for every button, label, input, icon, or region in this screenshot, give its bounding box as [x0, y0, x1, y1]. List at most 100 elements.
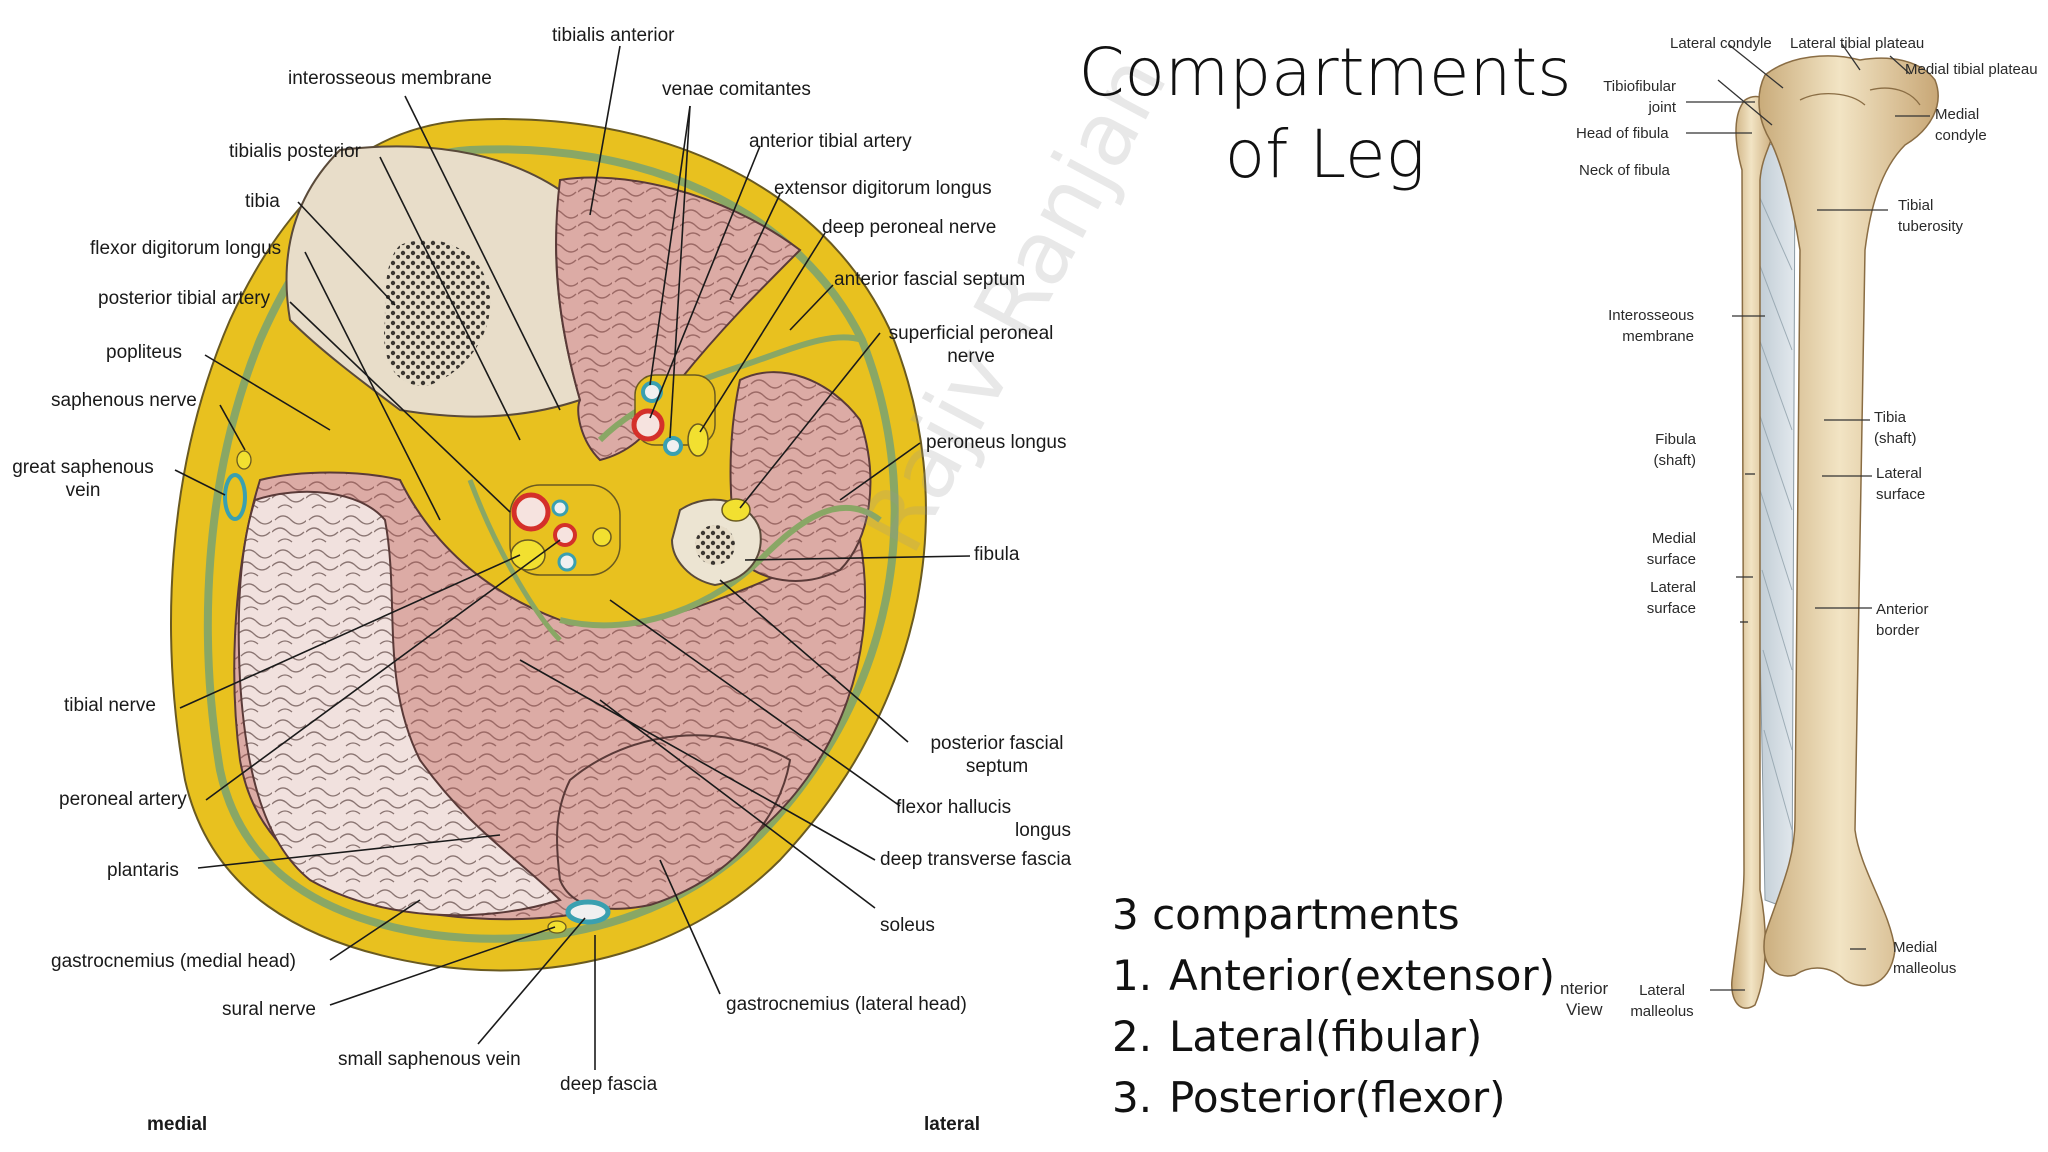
- leader-lines: [174, 45, 971, 1070]
- label-great-saphenous-vein-line2: vein: [65, 480, 101, 501]
- bone-label-fibula-shaft-line2: (shaft): [1653, 452, 1696, 469]
- label-deep-fascia: deep fascia: [560, 1074, 658, 1095]
- small-saphenous-vein-vessel: [565, 899, 611, 925]
- label-posterior-fascial-septum-line1: posterior fascial: [930, 733, 1064, 754]
- label-great-saphenous-vein-line1: great saphenous: [12, 457, 154, 478]
- tibial-condyle-detail: [1799, 87, 1921, 106]
- bone-label-anterior-border: Anterior border: [1876, 599, 1929, 641]
- label-interosseous-membrane: interosseous membrane: [288, 68, 492, 89]
- bone-label-anterior-view: nterior View: [1560, 978, 1608, 1020]
- superficial-peroneal-nerve-dot: [721, 498, 751, 522]
- bone-label-lateral-surface-tibia: Lateral surface: [1876, 463, 1925, 505]
- soleus-light-region: [237, 490, 562, 917]
- bone-label-tibiofibular-joint-line1: Tibiofibular: [1603, 78, 1676, 95]
- deep-peroneal-nerve-dot: [687, 423, 709, 457]
- tibia-fibula-anterior-view: [1686, 43, 1939, 1009]
- posterior-fascial-septum-line: [559, 504, 882, 629]
- bone-label-lateral-surface-tibia-line2: surface: [1876, 486, 1926, 503]
- label-superficial-peroneal-nerve-line2: nerve: [947, 346, 995, 367]
- bone-label-interosseous-membrane-line2: membrane: [1622, 328, 1694, 345]
- list-item-number: 3.: [1112, 1073, 1153, 1122]
- list-item: 1.Anterior(extensor): [1112, 945, 1555, 1006]
- posterior-tibial-artery-vessel: [511, 492, 551, 532]
- list-item: 2.Lateral(fibular): [1112, 1006, 1555, 1067]
- bone-label-lateral-condyle: Lateral condyle: [1670, 35, 1772, 52]
- bone-label-anterior-view-line2: View: [1566, 1000, 1603, 1019]
- bone-label-medial-malleolus-line1: Medial: [1893, 939, 1938, 956]
- label-small-saphenous-vein: small saphenous vein: [338, 1049, 521, 1070]
- label-lateral-orientation: lateral: [924, 1114, 980, 1135]
- label-posterior-fascial-septum-line2: septum: [965, 756, 1029, 777]
- posterior-vein-2: [557, 552, 577, 572]
- slide-title-line1: Compartments: [1078, 34, 1572, 111]
- slide-title-line2: of Leg: [1224, 116, 1426, 193]
- bone-label-fibula-shaft-line1: Fibula: [1655, 431, 1696, 448]
- label-anterior-fascial-septum: anterior fascial septum: [834, 269, 1026, 290]
- bone-label-medial-condyle-line1: Medial: [1935, 106, 1980, 123]
- label-superficial-peroneal-nerve: superficial peroneal nerve: [876, 322, 1066, 368]
- bone-label-interosseous-membrane: Interosseous membrane: [1590, 305, 1694, 347]
- label-tibial-nerve: tibial nerve: [64, 695, 156, 716]
- bone-label-anterior-border-line1: Anterior: [1876, 601, 1929, 618]
- bone-label-head-of-fibula: Head of fibula: [1576, 125, 1669, 142]
- bone-label-interosseous-membrane-line1: Interosseous: [1608, 307, 1694, 324]
- label-soleus: soleus: [880, 915, 935, 936]
- summary-heading: 3 compartments: [1112, 890, 1460, 939]
- bone-label-medial-surface: Medial surface: [1630, 528, 1696, 570]
- label-saphenous-nerve: saphenous nerve: [51, 390, 197, 411]
- label-deep-peroneal-nerve: deep peroneal nerve: [822, 217, 997, 238]
- label-fibula: fibula: [974, 544, 1020, 565]
- tibial-nerve-dot: [510, 539, 546, 571]
- bone-label-lateral-surface-tibia-line1: Lateral: [1876, 465, 1922, 482]
- bone-label-medial-surface-line2: surface: [1646, 551, 1696, 568]
- bone-label-tibiofibular-joint: Tibiofibular joint: [1580, 76, 1676, 118]
- list-item-text: Posterior(flexor): [1169, 1073, 1506, 1122]
- bone-label-lateral-surface-fibula-line2: surface: [1646, 600, 1696, 617]
- slide-title: Compartments of Leg: [1060, 32, 1590, 196]
- fibula-marrow: [695, 525, 735, 565]
- bone-label-lateral-malleolus-line2: malleolus: [1630, 1003, 1694, 1020]
- label-tibia: tibia: [245, 191, 280, 212]
- bone-label-anterior-border-line2: border: [1876, 622, 1920, 639]
- posterior-nerve-small: [592, 527, 612, 547]
- label-peroneus-longus: peroneus longus: [926, 432, 1067, 453]
- bone-label-lateral-tibial-plateau: Lateral tibial plateau: [1790, 35, 1925, 52]
- bone-label-lateral-surface-fibula-line1: Lateral: [1650, 579, 1696, 596]
- venae-comitantes-vessel-2: [663, 436, 683, 456]
- bone-label-medial-surface-line1: Medial: [1651, 530, 1696, 547]
- bone-label-medial-condyle: Medial condyle: [1935, 104, 1987, 146]
- deep-transverse-fascia-line: [467, 479, 562, 642]
- deep-fascia-ring: [203, 145, 899, 943]
- posterior-vein-1: [551, 499, 569, 517]
- leg-cross-section-diagram: [170, 45, 971, 1070]
- tibia-marrow: [384, 240, 491, 386]
- bone-label-lateral-malleolus-line1: Lateral: [1639, 982, 1685, 999]
- compartments-summary: 3 compartments 1.Anterior(extensor) 2.La…: [1112, 884, 1555, 1128]
- label-plantaris: plantaris: [107, 860, 179, 881]
- label-popliteus: popliteus: [106, 342, 183, 363]
- label-flexor-hallucis-longus-line1: flexor hallucis: [896, 797, 1012, 818]
- bone-label-tibia-shaft: Tibia (shaft): [1874, 407, 1917, 449]
- label-deep-transverse-fascia: deep transverse fascia: [880, 849, 1072, 870]
- bone-label-tibial-tuberosity-line1: Tibial: [1898, 197, 1934, 214]
- bone-label-tibial-tuberosity: Tibial tuberosity: [1898, 195, 1963, 237]
- bone-label-anterior-view-line1: nterior: [1560, 979, 1609, 998]
- bone-label-medial-malleolus-line2: malleolus: [1893, 960, 1957, 977]
- bone-label-lateral-malleolus: Lateral malleolus: [1622, 980, 1702, 1022]
- label-posterior-tibial-artery: posterior tibial artery: [98, 288, 271, 309]
- bone-label-neck-of-fibula: Neck of fibula: [1579, 162, 1670, 179]
- label-tibialis-posterior: tibialis posterior: [229, 141, 361, 162]
- label-venae-comitantes: venae comitantes: [662, 79, 811, 100]
- sural-nerve-dot: [547, 920, 567, 934]
- bone-label-medial-condyle-line2: condyle: [1935, 127, 1987, 144]
- list-item-number: 2.: [1112, 1012, 1153, 1061]
- label-tibialis-anterior: tibialis anterior: [552, 25, 675, 46]
- label-extensor-digitorum-longus: extensor digitorum longus: [774, 178, 992, 199]
- label-posterior-fascial-septum: posterior fascial septum: [912, 732, 1082, 778]
- list-item-number: 1.: [1112, 951, 1153, 1000]
- label-peroneal-artery: peroneal artery: [59, 789, 187, 810]
- tibia-bone-shape: [1758, 55, 1939, 987]
- bone-label-medial-malleolus: Medial malleolus: [1893, 937, 1956, 979]
- list-item: 3. Posterior(flexor): [1112, 1067, 1555, 1128]
- label-flexor-hallucis-longus-line2: longus: [1015, 820, 1071, 841]
